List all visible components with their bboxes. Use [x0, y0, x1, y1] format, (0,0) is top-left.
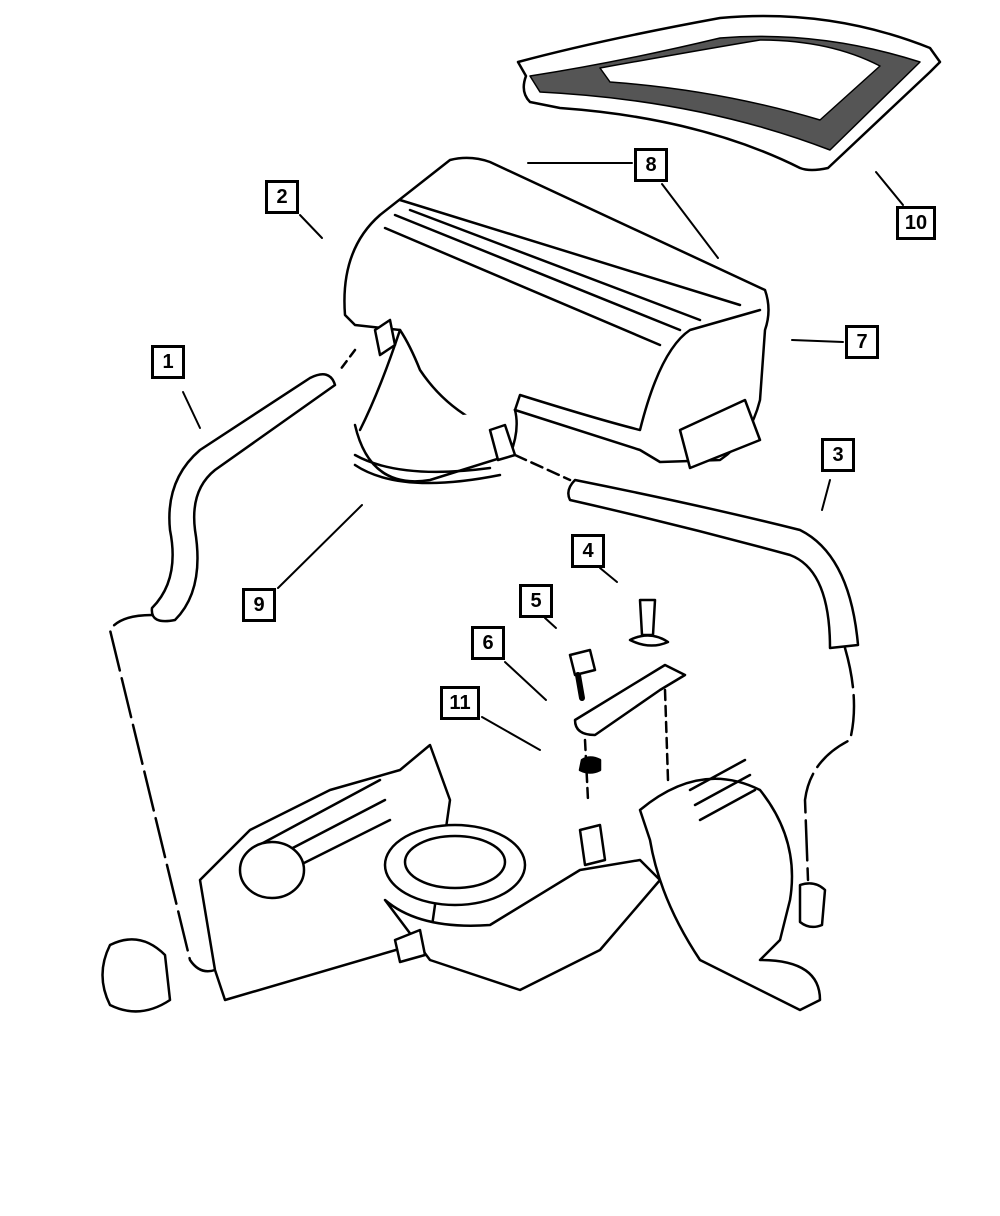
callout-10: 10 [896, 206, 936, 240]
engine-assembly [101, 743, 822, 1013]
callout-2: 2 [265, 180, 299, 214]
callout-9: 9 [242, 588, 276, 622]
callout-3: 3 [821, 438, 855, 472]
callout-1: 1 [151, 345, 185, 379]
callout-7: 7 [845, 325, 879, 359]
leader-lines [182, 162, 904, 751]
callout-6: 6 [471, 626, 505, 660]
hose-3 [488, 423, 860, 929]
air-filter-element [516, 14, 942, 172]
bracket-and-fasteners [568, 598, 687, 802]
hose-1 [108, 318, 397, 973]
callout-5: 5 [519, 584, 553, 618]
air-cleaner-housing [343, 156, 770, 485]
callout-8: 8 [634, 148, 668, 182]
callout-11: 11 [440, 686, 480, 720]
callout-4: 4 [571, 534, 605, 568]
